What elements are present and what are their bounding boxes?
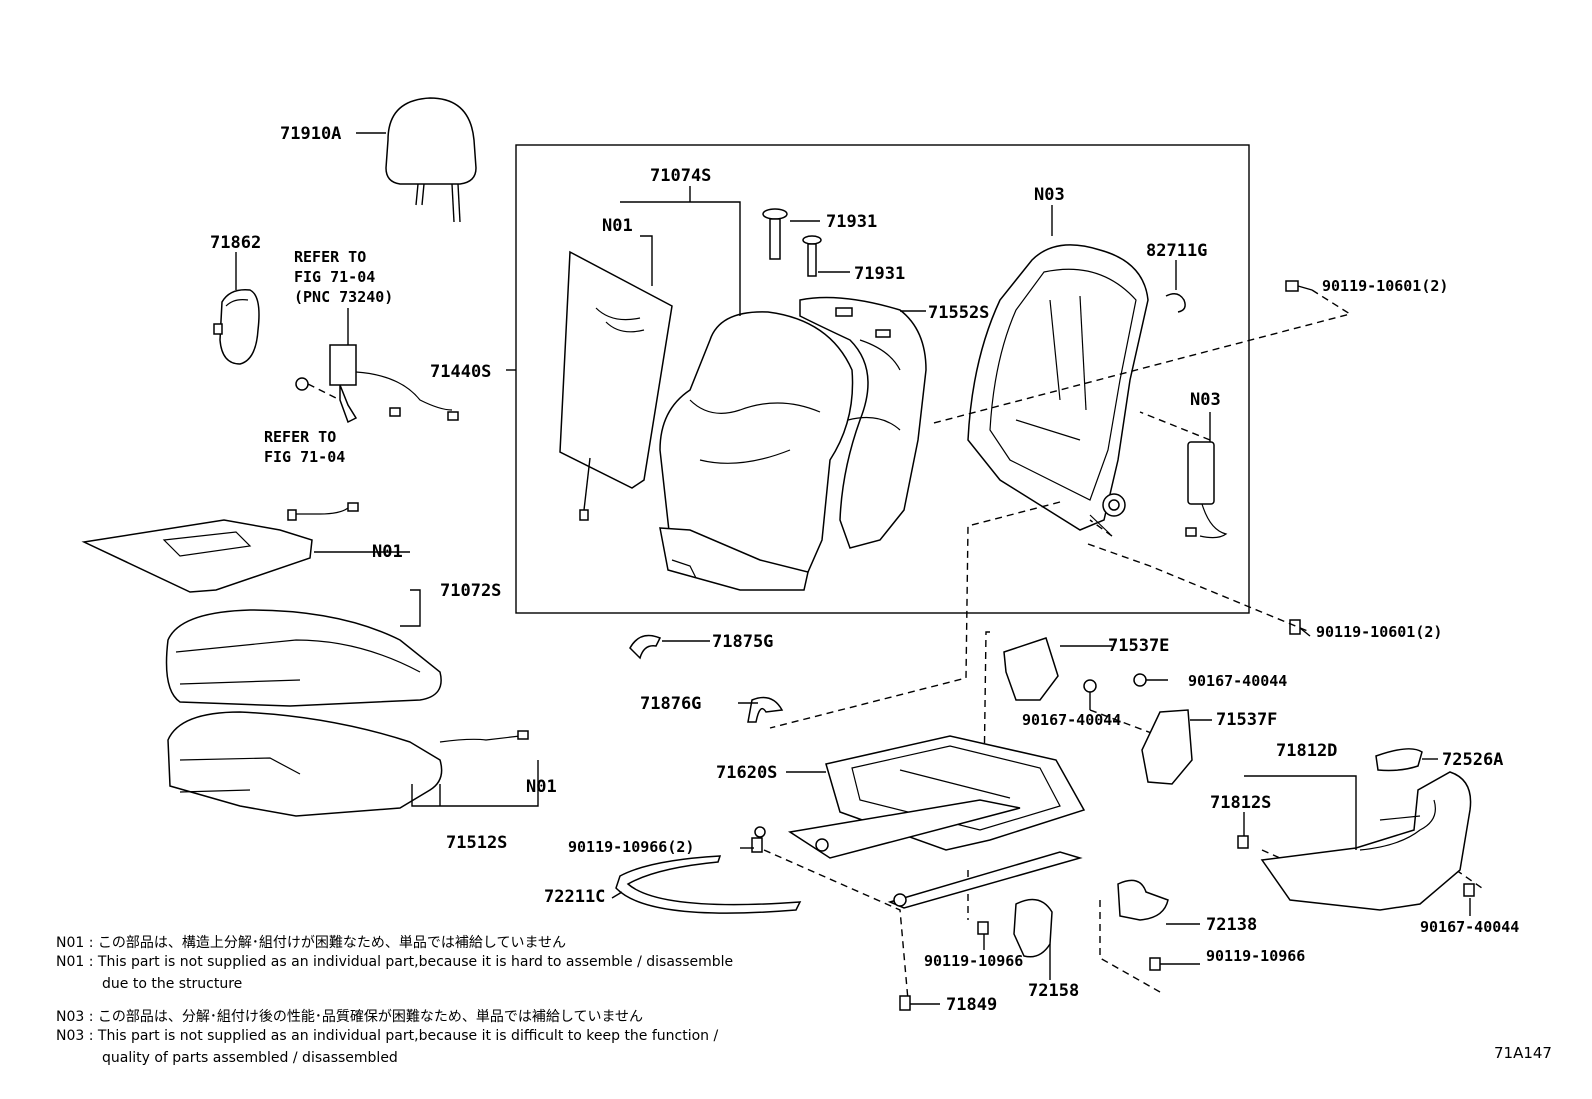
cover-72138-drawing (1117, 879, 1169, 921)
cover-71875-drawing (629, 634, 662, 660)
cushion-pad-drawing (167, 711, 529, 817)
shield-71537f-drawing (1133, 673, 1193, 785)
label-clip: 82711G (1146, 241, 1207, 261)
label-shield-e: 71537E (1108, 636, 1169, 656)
bolt-top-right-drawing (1285, 280, 1313, 292)
label-cushion-assy: 71512S (446, 833, 507, 853)
label-cover-71862: 71862 (210, 233, 261, 253)
label-airbag-n03: N03 (1190, 390, 1221, 410)
label-cover-71875: 71875G (712, 632, 773, 652)
label-frame-n03: N03 (1034, 185, 1065, 205)
back-panel-n01-drawing (559, 250, 673, 521)
label-cushion-n01: N01 (372, 542, 403, 562)
label-cover-72138: 72138 (1206, 915, 1257, 935)
label-headrest: 71910A (280, 124, 341, 144)
diagram-code: 71A147 (1494, 1044, 1552, 1062)
label-guide-b: 71931 (854, 264, 905, 284)
clip-drawing (1165, 293, 1186, 313)
label-refer-bottom-fig: FIG 71-04 (264, 448, 345, 466)
label-bolt-mid: 90119-10601(2) (1316, 623, 1442, 641)
side-airbag-drawing (1185, 441, 1228, 539)
dashed-assembly-lines (763, 289, 1483, 1001)
seat-adjuster-drawing (754, 735, 1086, 909)
label-bolt-b1: 90119-10966 (924, 952, 1023, 970)
label-guide-a: 71931 (826, 212, 877, 232)
label-cushion-n01-b: N01 (526, 777, 557, 797)
note-n03-english-cont: quality of parts assembled / disassemble… (102, 1050, 398, 1066)
label-back-n01: N01 (602, 216, 633, 236)
label-back-pad: 71552S (928, 303, 989, 323)
note-n03-japanese: N03 : この部品は、分解･組付け後の性能･品質確保が困難なため、単品では補給… (56, 1009, 644, 1025)
seat-back-cover-drawing (659, 311, 854, 591)
label-screw-b: 90167-40044 (1022, 711, 1121, 729)
leader-lines (235, 132, 1471, 1005)
label-shield-f: 71537F (1216, 710, 1277, 730)
seat-back-frame-drawing (967, 244, 1149, 535)
label-refer-bottom: REFER TO (264, 428, 336, 446)
cushion-mat-drawing (81, 502, 359, 593)
cushion-cover-drawing (165, 609, 442, 707)
back-pad-drawing (799, 296, 927, 549)
label-wire: 72211C (544, 887, 605, 907)
label-lever: 72158 (1028, 981, 1079, 1001)
label-back-cover: 71074S (650, 166, 711, 186)
label-bolt-b2: 90119-10966 (1206, 947, 1305, 965)
seat-belt-buckle-drawing (295, 344, 459, 424)
wire-72211c-drawing (615, 855, 802, 914)
bolt-mid-right-drawing (1289, 619, 1311, 637)
shield-71812d-drawing (1260, 771, 1472, 911)
label-cap: 71849 (946, 995, 997, 1015)
label-adjuster: 71620S (716, 763, 777, 783)
label-refer-top-pnc: (PNC 73240) (294, 288, 393, 306)
label-cushion-cover: 71072S (440, 581, 501, 601)
label-shield-d: 71812D (1276, 741, 1337, 761)
headrest-guide-drawing (762, 208, 822, 277)
label-back-assy: 71440S (430, 362, 491, 382)
seat-back-group-frame (515, 144, 1250, 614)
headrest-drawing (385, 97, 477, 223)
note-n01-japanese: N01 : この部品は、構造上分解･組付けが困難なため、単品では補給していません (56, 935, 567, 951)
note-n03-english: N03 : This part is not supplied as an in… (56, 1028, 719, 1044)
label-refer-top: REFER TO (294, 248, 366, 266)
label-refer-top-fig: FIG 71-04 (294, 268, 375, 286)
part-labels: 71910A 71862 REFER TO FIG 71-04 (PNC 732… (210, 124, 1519, 1015)
bolt-b2-drawing (1149, 957, 1161, 971)
screw-c-drawing (1463, 883, 1475, 897)
bolt-b1-drawing (977, 921, 989, 935)
label-screw-a: 90167-40044 (1188, 672, 1287, 690)
label-cover-71876: 71876G (640, 694, 701, 714)
note-n01-english: N01 : This part is not supplied as an in… (56, 954, 734, 970)
cap-71849-drawing (899, 995, 911, 1011)
lever-72158-drawing (1013, 898, 1053, 958)
knob-72526a-drawing (1375, 748, 1423, 772)
label-bolt-top: 90119-10601(2) (1322, 277, 1448, 295)
screw-71812s-drawing (1237, 835, 1249, 849)
shield-71537e-drawing (1003, 637, 1097, 701)
cover-71876-drawing (747, 696, 784, 723)
label-shield-s: 71812S (1210, 793, 1271, 813)
cover-71862-drawing (213, 289, 260, 365)
bolt-left-drawing (751, 837, 763, 853)
note-n01-english-cont: due to the structure (102, 976, 243, 992)
label-screw-c: 90167-40044 (1420, 918, 1519, 936)
label-knob: 72526A (1442, 750, 1503, 770)
label-bolt-left: 90119-10966(2) (568, 838, 694, 856)
